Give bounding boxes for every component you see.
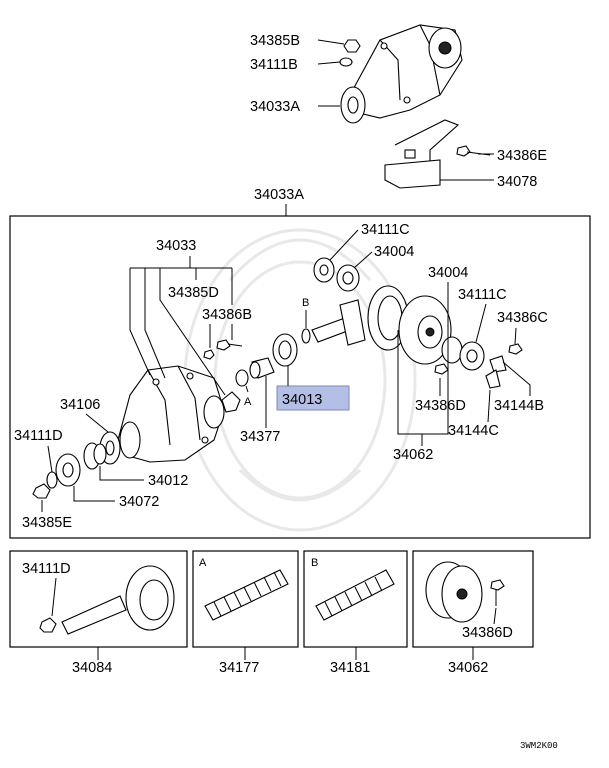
label-34111d-bottom: 34111D (22, 561, 71, 577)
bearing-34013 (272, 333, 298, 367)
label-34004-a: 34004 (374, 244, 414, 260)
mark-a: A (244, 396, 252, 408)
label-34111c-b: 34111C (458, 287, 507, 303)
bearing-34004-b (441, 336, 463, 364)
washer-34111d (46, 471, 58, 489)
seal-34111c-b (459, 341, 485, 371)
washer-34111b (339, 57, 353, 67)
label-34377: 34377 (240, 429, 280, 445)
label-34386c: 34386C (497, 310, 548, 326)
seal-34111c-a (313, 257, 335, 283)
label-34385d: 34385D (168, 285, 219, 301)
label-34111b: 34111B (250, 57, 298, 73)
label-34144c: 34144C (448, 423, 499, 439)
differential-case (398, 295, 452, 365)
drive-pinion (311, 299, 366, 346)
label-34386e: 34386E (497, 148, 547, 164)
mark-b-bottom: B (311, 557, 318, 569)
mark-b: B (302, 297, 309, 309)
bolt-34386c (508, 327, 523, 355)
mark-a-bottom: A (199, 557, 207, 569)
shim-b (301, 328, 311, 344)
carrier-housing-34033 (117, 365, 225, 463)
label-34385e: 34385E (22, 515, 72, 531)
plate-34144b (489, 355, 507, 373)
figure-code: 3WM2K00 (520, 741, 558, 751)
label-34386d-bottom: 34386D (462, 625, 513, 641)
label-34386d: 34386D (415, 398, 466, 414)
label-34033a-top: 34033A (250, 99, 300, 115)
differential-assembly (425, 561, 505, 623)
label-34111d: 34111D (14, 428, 63, 444)
label-34012: 34012 (148, 473, 188, 489)
nut-34385e (32, 483, 51, 499)
watermark-emblem (183, 228, 417, 532)
label-34084: 34084 (72, 660, 112, 676)
label-34033a-box: 34033A (254, 187, 304, 203)
bearing-34004-a (336, 264, 360, 292)
nut-34385b (343, 39, 361, 53)
label-34078: 34078 (497, 174, 537, 190)
seal-34012 (83, 442, 107, 470)
label-34144b: 34144B (494, 398, 544, 414)
plate-34144c (485, 369, 501, 389)
spacer-34377 (249, 357, 275, 379)
label-34062-bottom: 34062 (448, 660, 488, 676)
label-34111c-a: 34111C (361, 222, 410, 238)
label-34013: 34013 (282, 392, 322, 408)
shim-set-a (204, 569, 289, 621)
clip-34385d (221, 391, 241, 413)
flange-34072 (55, 453, 81, 487)
ring-gear (367, 285, 409, 351)
nut-small (203, 349, 215, 360)
label-34386b: 34386B (202, 307, 252, 323)
bolt-34386b (216, 339, 243, 351)
nut-34386d (434, 363, 449, 375)
label-34072: 34072 (119, 494, 159, 510)
ring-a (235, 369, 249, 387)
label-34033: 34033 (156, 238, 196, 254)
mount-bracket-34078 (384, 119, 460, 189)
shim-set-b (315, 569, 395, 621)
label-34106: 34106 (60, 397, 100, 413)
group-box-34033a (9, 215, 591, 539)
ring-pinion-set (39, 565, 175, 635)
label-34177: 34177 (219, 660, 259, 676)
label-34181: 34181 (330, 660, 370, 676)
label-34385b: 34385B (250, 33, 300, 49)
highlight-34013 (276, 385, 350, 411)
carrier-assembly-top (340, 24, 463, 124)
label-34062: 34062 (393, 447, 433, 463)
label-34004-b: 34004 (428, 265, 468, 281)
